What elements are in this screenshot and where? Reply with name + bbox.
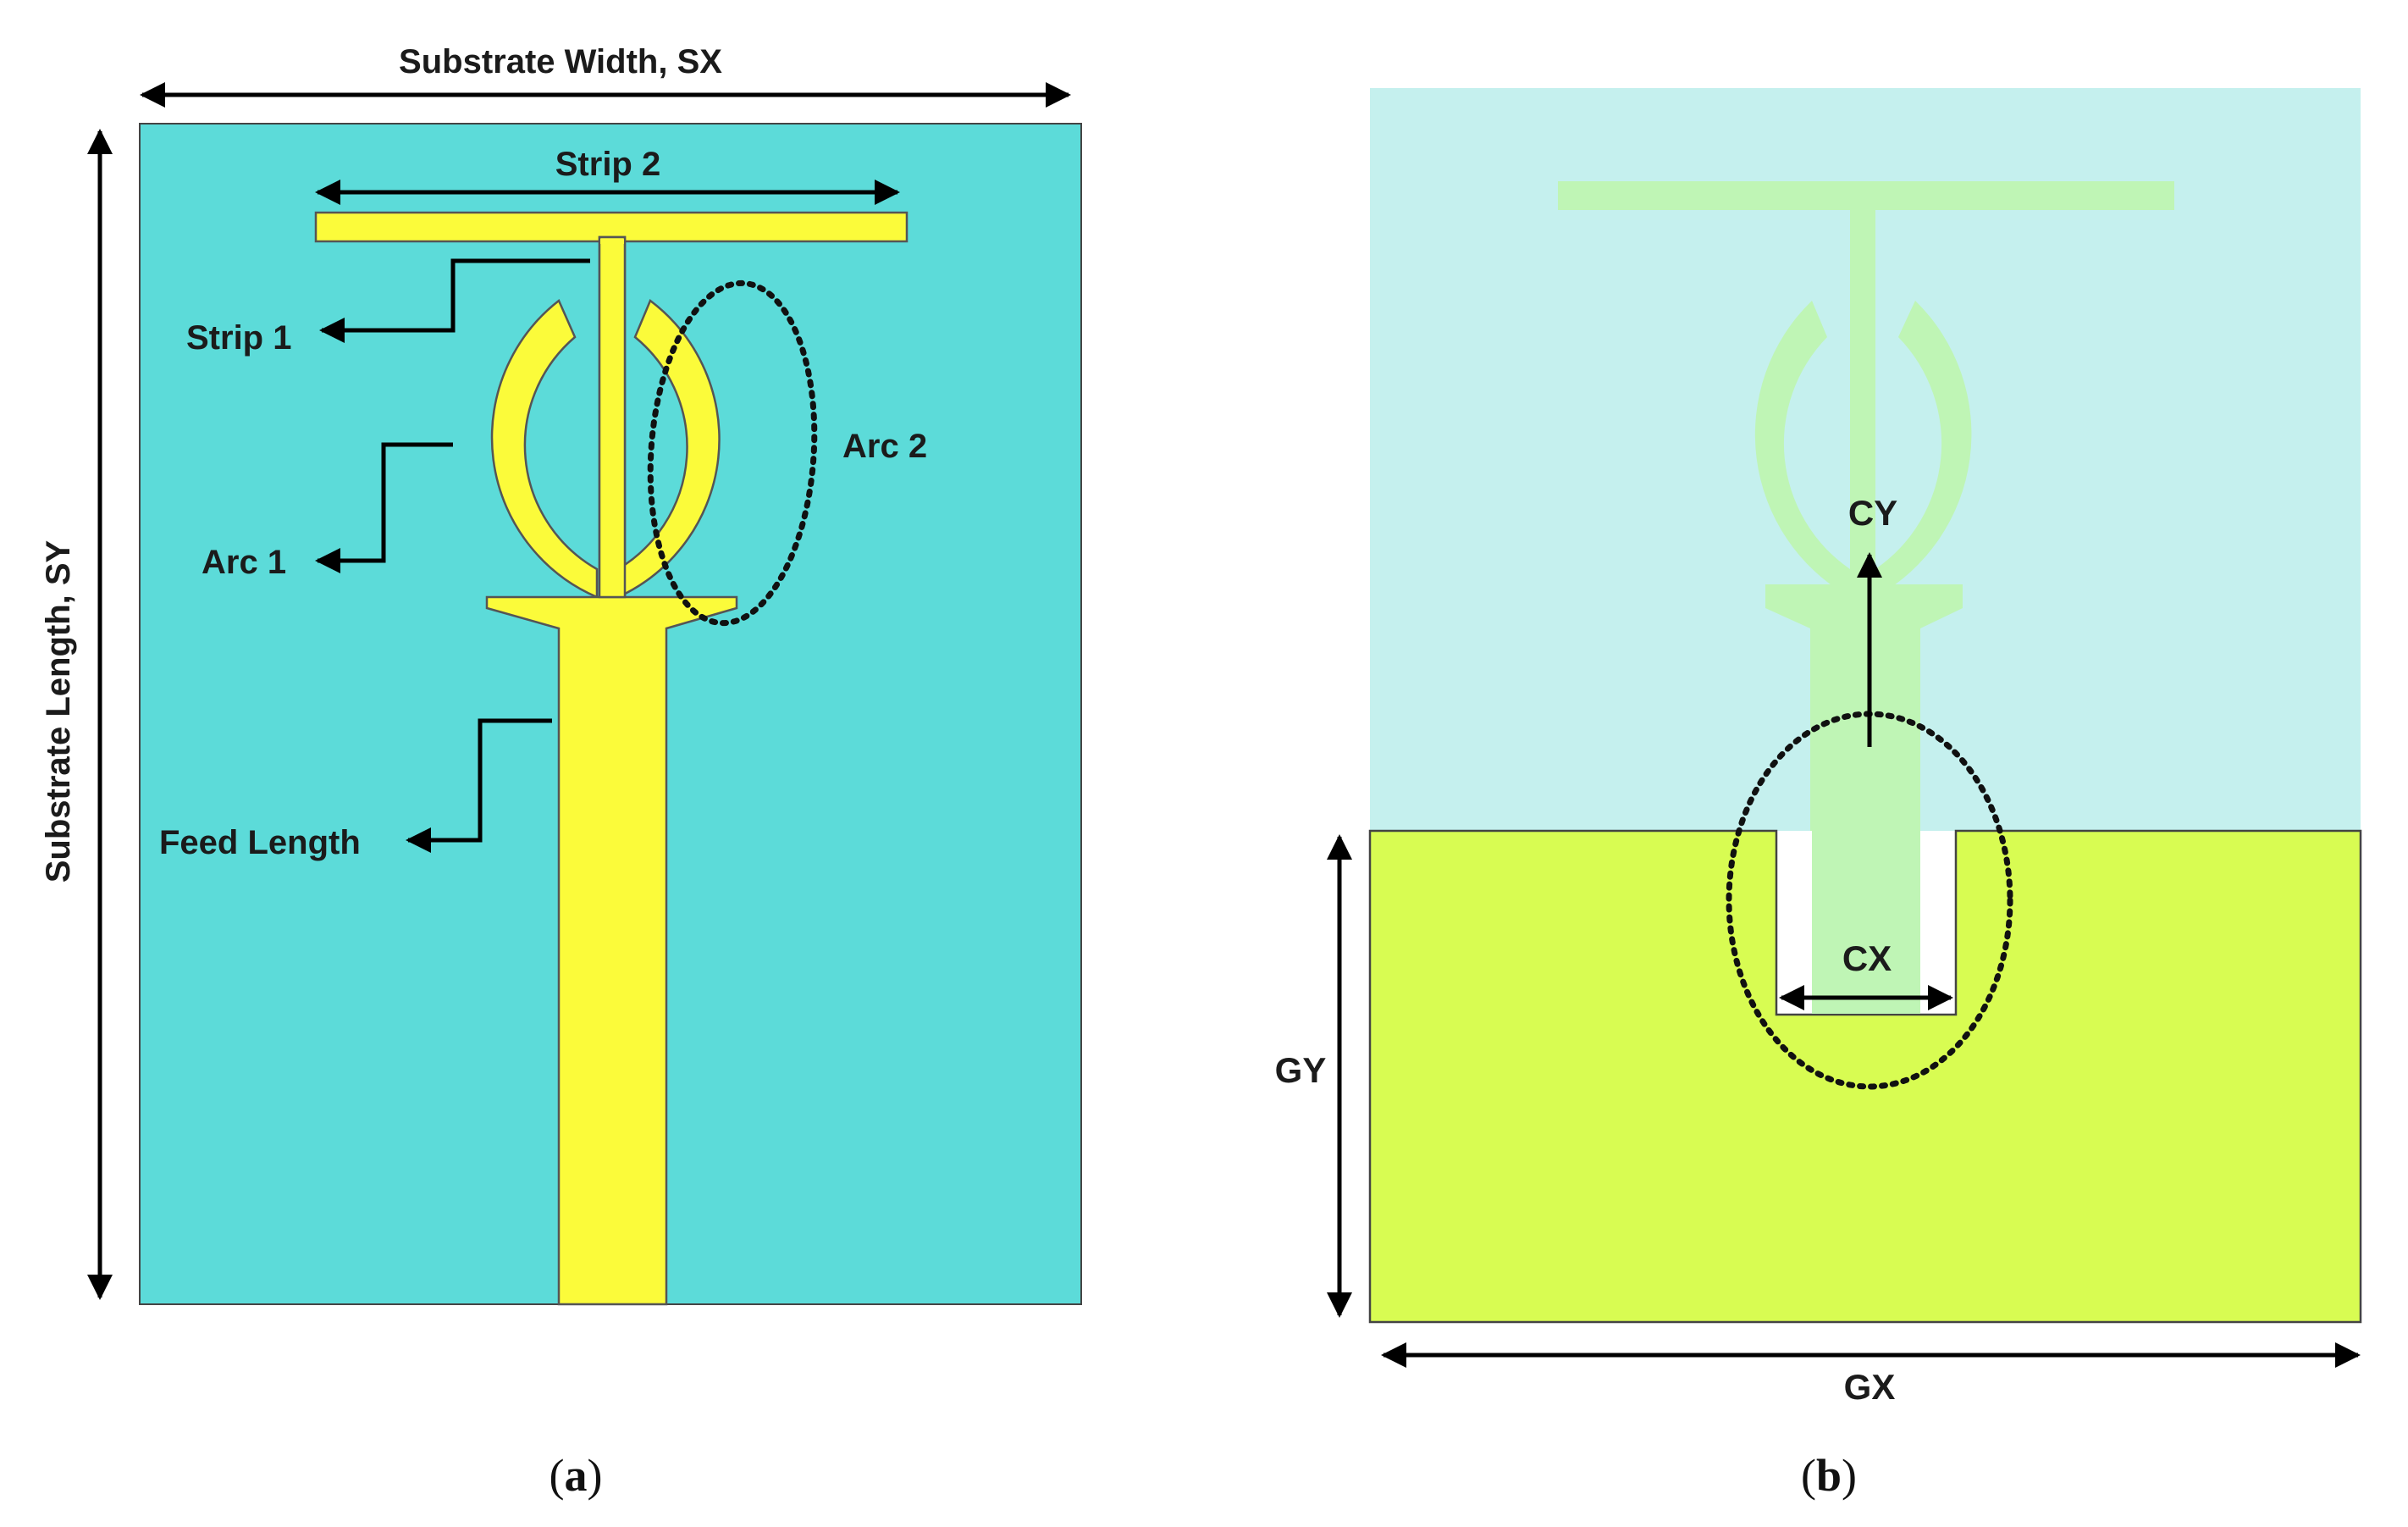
arc-2-highlight (647, 279, 818, 627)
strip-1-overlay (598, 235, 627, 599)
slot-feed-visible (1812, 831, 1920, 1014)
cy-label: CY (1848, 493, 1897, 533)
arc-1-leader (315, 442, 453, 573)
gx-label: GX (1844, 1367, 1896, 1407)
strip-1-leader (319, 258, 590, 343)
ghost-patch (1558, 181, 2174, 831)
substrate-width-label: Substrate Width, SX (399, 43, 722, 80)
gy-label: GY (1275, 1050, 1327, 1090)
caption-a: (a) (550, 1450, 603, 1501)
ghost-strip-1 (1850, 207, 1875, 584)
arc-2-shape (616, 299, 721, 599)
strip-2-label: Strip 2 (555, 146, 660, 183)
feed-length-label: Feed Length (159, 824, 361, 861)
arc-1-shape (490, 299, 599, 599)
substrate-length-label: Substrate Length, SY (40, 539, 77, 882)
caption-b: (b) (1801, 1450, 1857, 1501)
ghost-arc-1 (1754, 301, 1850, 597)
panel-b: CY CX GY GX (b) (1275, 88, 2362, 1501)
arc-1-label: Arc 1 (202, 544, 286, 581)
ghost-strip-2 (1558, 181, 2174, 210)
feed-line-shape (485, 595, 738, 1306)
arc-2-label: Arc 2 (842, 428, 927, 465)
ghost-arc-2 (1875, 301, 1972, 597)
ground-plane (1368, 829, 2362, 1324)
panel-a: Substrate Width, SX Substrate Length, SY… (40, 43, 1082, 1501)
strip-1-label: Strip 1 (186, 319, 291, 357)
strip-1-shaft-fill (600, 239, 624, 244)
cx-label: CX (1842, 938, 1892, 978)
ghost-feed (1765, 584, 1963, 831)
feed-length-leader (406, 718, 552, 853)
